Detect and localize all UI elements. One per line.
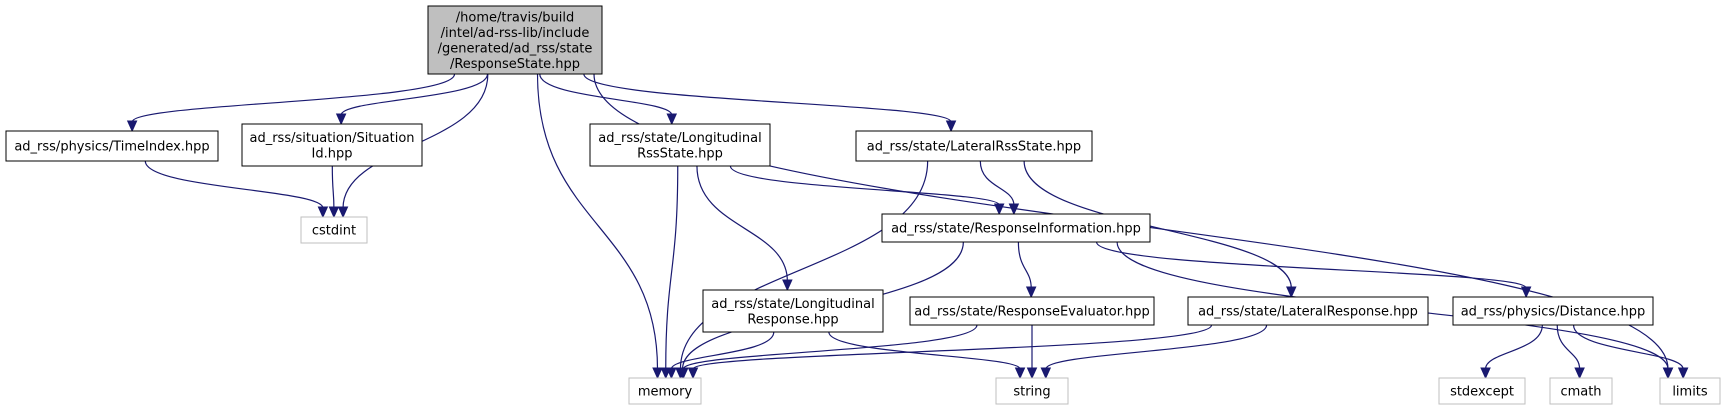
edge-response-evaluator-to-string — [1026, 324, 1038, 380]
edge-root-to-memory — [536, 73, 663, 380]
node-cstdint[interactable]: cstdint — [300, 216, 368, 244]
node-situation-id-label: Id.hpp — [312, 146, 353, 161]
node-stdexcept-label: stdexcept — [1450, 385, 1514, 400]
node-limits-label: limits — [1672, 385, 1708, 400]
edge-root-to-situation-id — [335, 73, 489, 126]
node-lateral-response[interactable]: ad_rss/state/LateralResponse.hpp — [1187, 296, 1429, 326]
node-stdexcept[interactable]: stdexcept — [1438, 377, 1526, 405]
edge-distance-to-limits — [1572, 324, 1689, 380]
node-memory-box — [628, 377, 702, 405]
edge-time-index-to-cstdint — [144, 160, 329, 219]
edge-situation-id-to-cstdint — [328, 165, 340, 219]
node-cstdint-box — [300, 216, 368, 244]
node-longitudinal-rss-state-label: ad_rss/state/Longitudinal — [598, 131, 761, 146]
node-distance[interactable]: ad_rss/physics/Distance.hpp — [1452, 296, 1654, 326]
node-root-label: /home/travis/build — [456, 10, 574, 25]
edge-distance-to-stdexcept — [1480, 324, 1543, 380]
node-string[interactable]: string — [995, 377, 1069, 405]
node-distance-box — [1452, 296, 1654, 326]
node-stdexcept-box — [1438, 377, 1526, 405]
edge-longitudinal-rss-state-to-longitudinal-response — [696, 165, 793, 292]
edge-lateral-response-to-memory — [687, 324, 1213, 380]
edge-root-to-longitudinal-rss-state — [539, 73, 678, 126]
node-response-evaluator-label: ad_rss/state/ResponseEvaluator.hpp — [914, 305, 1150, 320]
node-longitudinal-rss-state-box — [589, 123, 771, 167]
edge-root-to-lateral-rss-state — [583, 73, 957, 133]
edge-root-to-time-index — [126, 73, 456, 133]
node-longitudinal-response-label: Response.hpp — [747, 312, 838, 327]
edge-lateral-response-to-string — [1040, 324, 1268, 380]
node-cstdint-label: cstdint — [312, 224, 356, 239]
node-lateral-rss-state[interactable]: ad_rss/state/LateralRssState.hpp — [855, 130, 1093, 162]
node-root[interactable]: /home/travis/build/intel/ad-rss-lib/incl… — [427, 5, 603, 75]
edge-longitudinal-rss-state-to-memory — [660, 165, 679, 380]
node-response-information-box — [881, 213, 1151, 243]
node-string-box — [995, 377, 1069, 405]
node-root-box — [427, 5, 603, 75]
node-distance-label: ad_rss/physics/Distance.hpp — [1461, 305, 1646, 320]
node-root-label: /intel/ad-rss-lib/include — [441, 26, 590, 41]
node-lateral-response-label: ad_rss/state/LateralResponse.hpp — [1198, 305, 1418, 320]
edge-distance-to-cmath — [1556, 324, 1585, 380]
node-limits[interactable]: limits — [1659, 377, 1721, 405]
node-response-information[interactable]: ad_rss/state/ResponseInformation.hpp — [881, 213, 1151, 243]
node-longitudinal-rss-state-label: RssState.hpp — [637, 146, 723, 161]
node-memory-label: memory — [638, 385, 693, 400]
edge-lateral-rss-state-to-response-information — [979, 160, 1020, 216]
node-time-index-label: ad_rss/physics/TimeIndex.hpp — [14, 140, 209, 155]
node-longitudinal-response-label: ad_rss/state/Longitudinal — [711, 297, 874, 312]
node-time-index-box — [5, 130, 219, 162]
edge-longitudinal-response-to-memory — [666, 331, 775, 380]
node-lateral-rss-state-box — [855, 130, 1093, 162]
node-response-evaluator[interactable]: ad_rss/state/ResponseEvaluator.hpp — [909, 296, 1155, 326]
node-situation-id-label: ad_rss/situation/Situation — [249, 131, 414, 146]
nodes-layer: /home/travis/build/intel/ad-rss-lib/incl… — [5, 5, 1721, 405]
node-string-label: string — [1013, 385, 1050, 400]
edge-lateral-rss-state-to-lateral-response — [1023, 160, 1297, 299]
node-cmath[interactable]: cmath — [1549, 377, 1613, 405]
node-lateral-response-box — [1187, 296, 1429, 326]
edge-longitudinal-rss-state-to-response-information — [729, 165, 1005, 216]
node-response-evaluator-box — [909, 296, 1155, 326]
edge-response-evaluator-to-memory — [678, 324, 978, 380]
edge-response-information-to-response-evaluator — [1017, 241, 1037, 299]
node-time-index[interactable]: ad_rss/physics/TimeIndex.hpp — [5, 130, 219, 162]
node-root-label: /ResponseState.hpp — [450, 57, 580, 72]
node-situation-id-box — [241, 123, 423, 167]
node-cmath-box — [1549, 377, 1613, 405]
edge-response-information-to-distance — [1095, 241, 1532, 299]
node-longitudinal-response-box — [702, 289, 884, 333]
node-root-label: /generated/ad_rss/state — [438, 41, 593, 56]
node-cmath-label: cmath — [1560, 385, 1601, 400]
node-memory[interactable]: memory — [628, 377, 702, 405]
edge-longitudinal-response-to-string — [828, 331, 1026, 380]
node-response-information-label: ad_rss/state/ResponseInformation.hpp — [891, 222, 1141, 237]
node-limits-box — [1659, 377, 1721, 405]
node-lateral-rss-state-label: ad_rss/state/LateralRssState.hpp — [867, 140, 1081, 155]
